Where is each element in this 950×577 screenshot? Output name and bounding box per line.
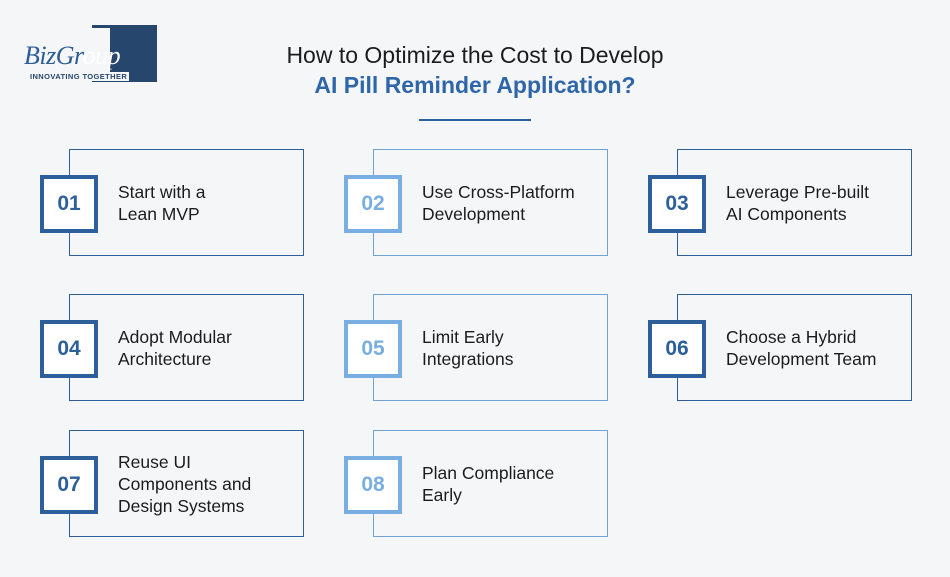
step-label: Plan Compliance Early <box>422 462 555 505</box>
step-label: Adopt Modular Architecture <box>118 326 232 369</box>
step-label: Reuse UI Components and Design Systems <box>118 451 252 516</box>
step-number: 02 <box>344 175 402 233</box>
step-card-08: 08 Plan Compliance Early <box>344 430 608 537</box>
step-number: 05 <box>344 320 402 378</box>
step-label: Leverage Pre-built AI Components <box>726 181 869 224</box>
step-number: 07 <box>40 456 98 514</box>
step-number: 01 <box>40 175 98 233</box>
step-card-01: 01 Start with a Lean MVP <box>40 149 304 256</box>
step-card-07: 07 Reuse UI Components and Design System… <box>40 430 304 537</box>
logo-wordmark: BizGroup <box>24 41 121 70</box>
logo-tagline: INNOVATING TOGETHER <box>30 72 130 81</box>
page-title-line1: How to Optimize the Cost to Develop <box>286 42 664 68</box>
step-label: Limit Early Integrations <box>422 326 514 369</box>
step-card-04: 04 Adopt Modular Architecture <box>40 294 304 401</box>
step-number: 08 <box>344 456 402 514</box>
step-number: 04 <box>40 320 98 378</box>
step-label: Use Cross-Platform Development <box>422 181 575 224</box>
step-number: 03 <box>648 175 706 233</box>
page-title-line2: AI Pill Reminder Application? <box>314 72 636 98</box>
title-divider <box>419 119 531 121</box>
step-card-06: 06 Choose a Hybrid Development Team <box>648 294 912 401</box>
step-label: Start with a Lean MVP <box>118 181 206 224</box>
step-card-05: 05 Limit Early Integrations <box>344 294 608 401</box>
step-card-03: 03 Leverage Pre-built AI Components <box>648 149 912 256</box>
step-card-02: 02 Use Cross-Platform Development <box>344 149 608 256</box>
step-label: Choose a Hybrid Development Team <box>726 326 877 369</box>
step-number: 06 <box>648 320 706 378</box>
bizgroup-logo: BizGroup INNOVATING TOGETHER <box>22 25 162 85</box>
